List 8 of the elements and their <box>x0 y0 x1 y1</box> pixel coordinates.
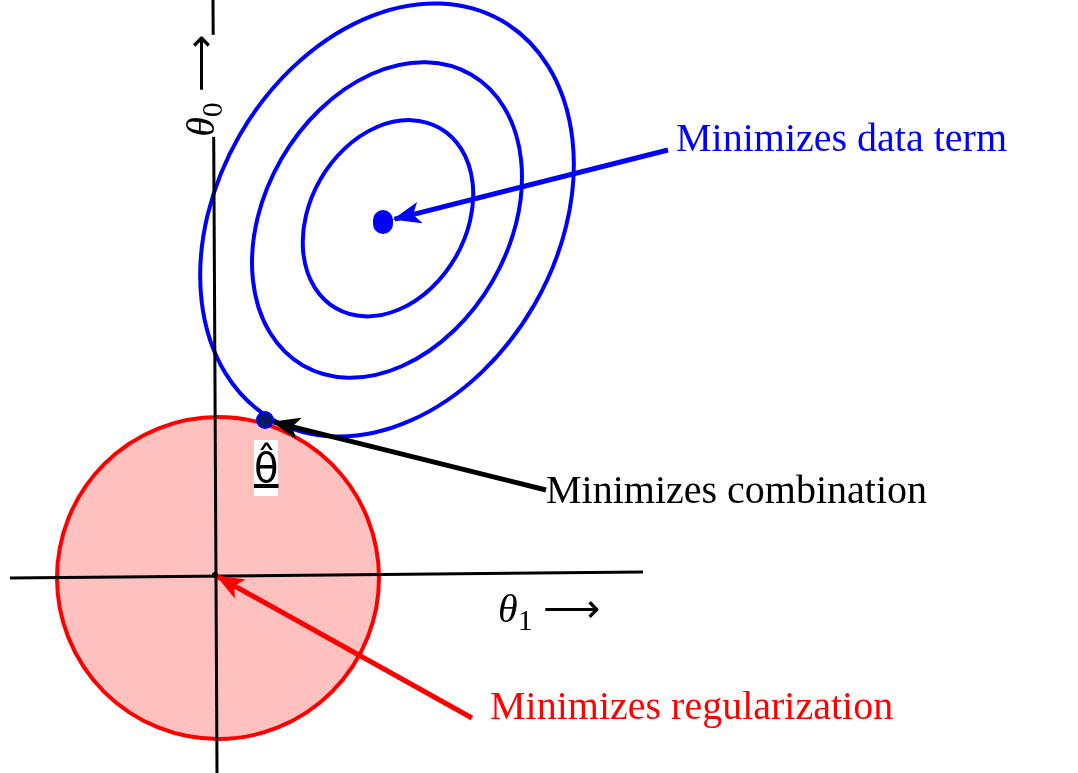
origin-point <box>212 572 218 578</box>
theta-hat-label: θ̂ <box>254 440 279 496</box>
annotation-text: Minimizes regularization <box>490 678 894 734</box>
tangent-point <box>256 411 274 429</box>
annotation-text: Minimizes data term <box>676 110 1007 166</box>
annotation-text: Minimizes combination <box>546 462 928 518</box>
arrow <box>215 574 474 721</box>
arrow <box>392 147 669 224</box>
